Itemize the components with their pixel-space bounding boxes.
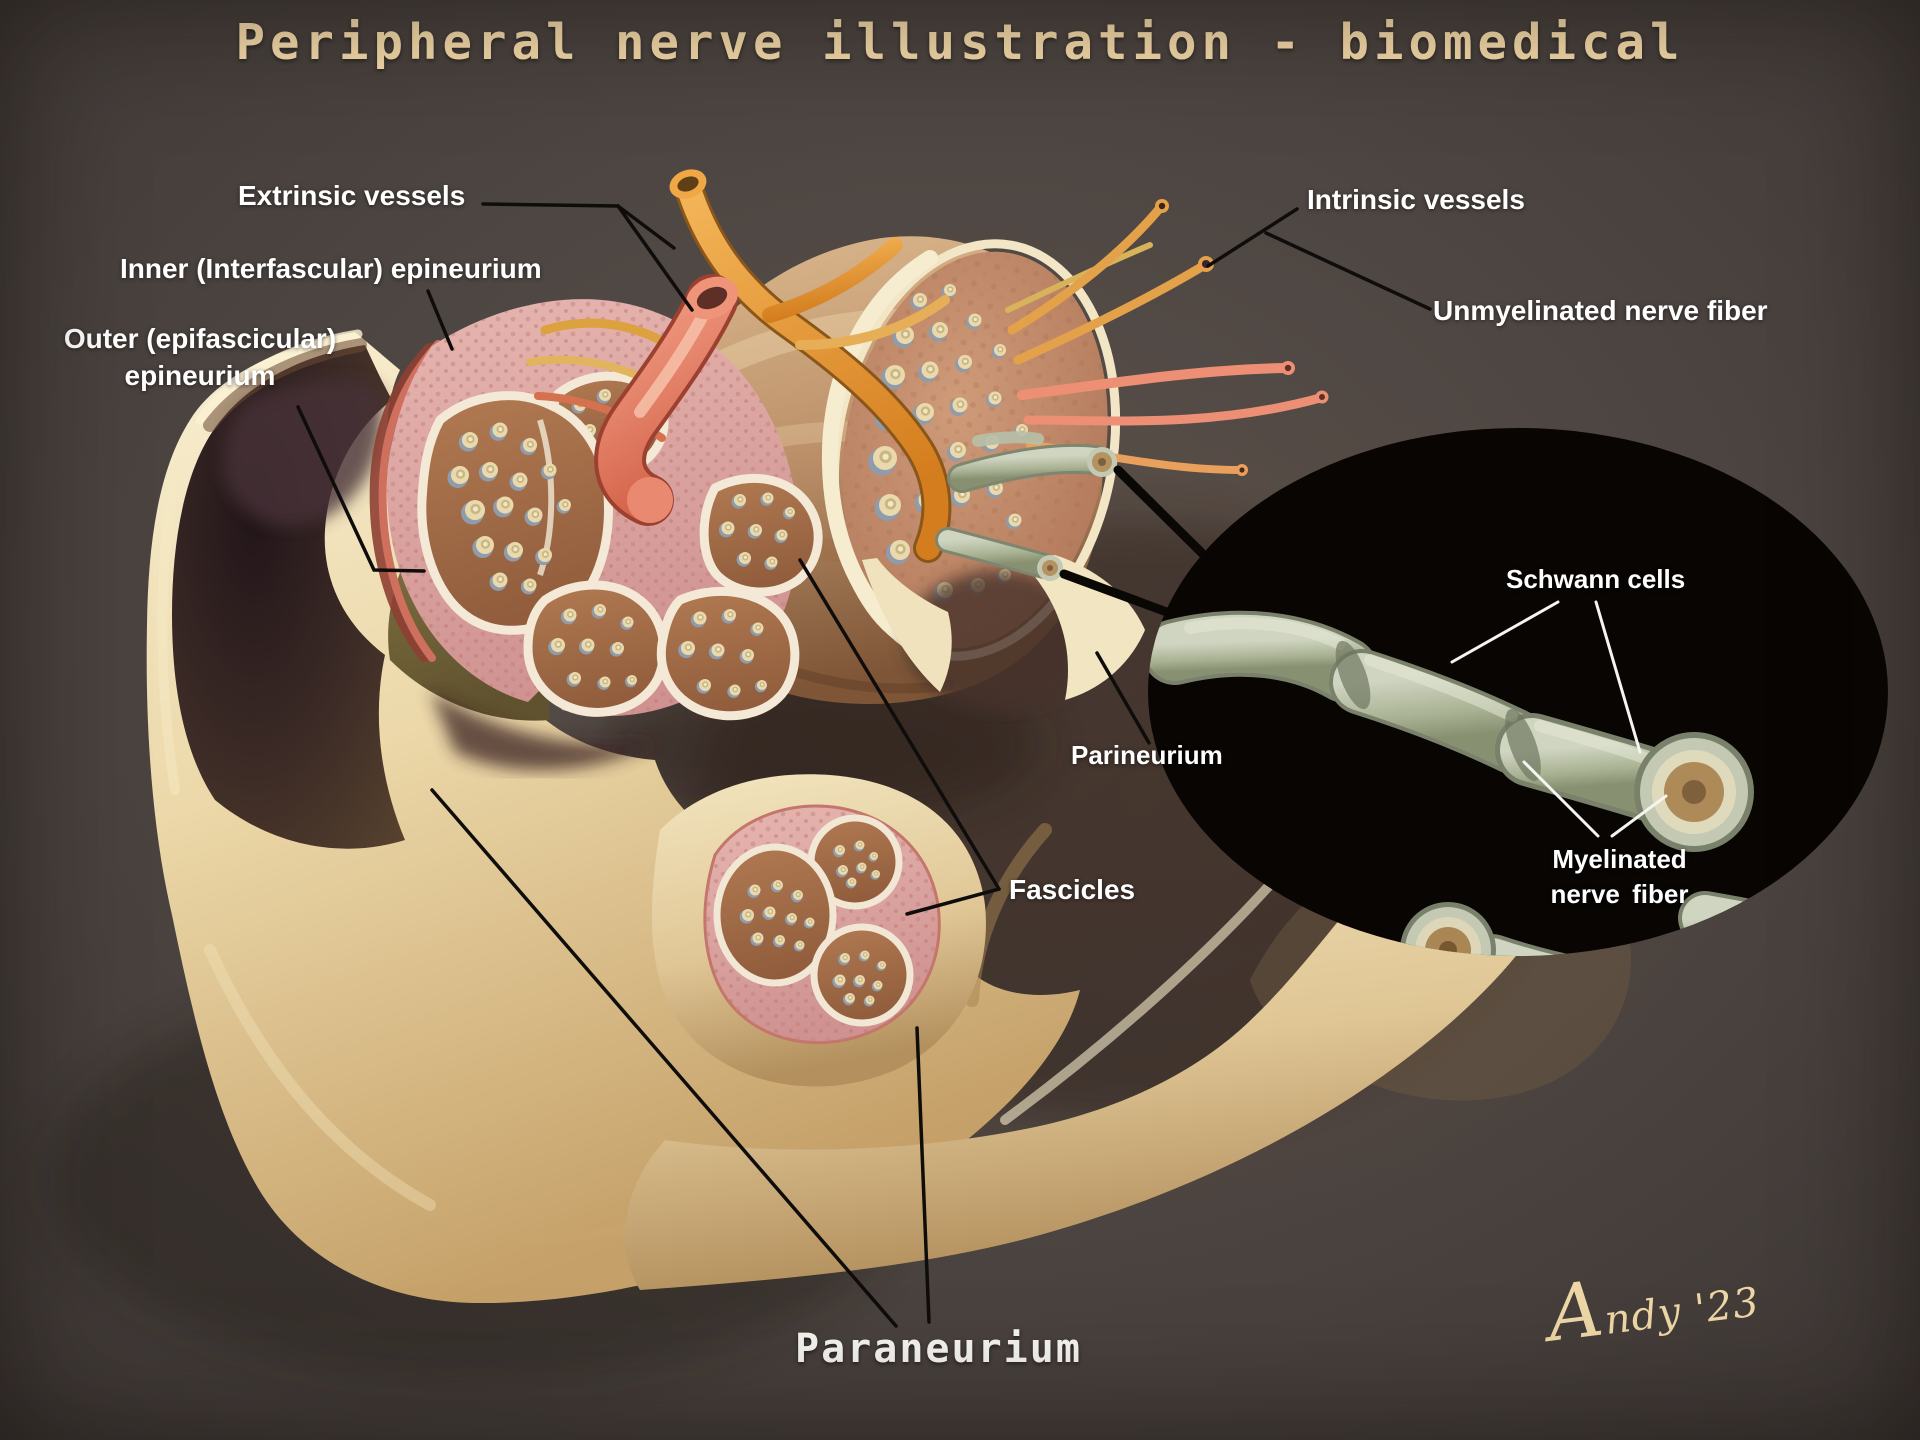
extrinsic-vessel-openings: [627, 169, 738, 523]
intrinsic-vessel-tips: [1155, 199, 1329, 476]
nerve-fiber-stubs: [935, 431, 1111, 579]
fascicle: [713, 843, 837, 987]
label-myelinated-fiber-line2: nerve fiber: [1550, 879, 1689, 909]
fascicle: [523, 580, 669, 717]
label-outer-epineurium: Outer (epifascicular) epineurium: [20, 320, 380, 394]
label-extrinsic-vessels: Extrinsic vessels: [238, 180, 466, 211]
label-intrinsic-vessels: Intrinsic vessels: [1307, 184, 1525, 215]
label-fascicles: Fascicles: [1009, 874, 1136, 905]
fascicle: [699, 473, 823, 597]
leader-extrinsic-vessels: [481, 202, 620, 208]
leader-parineurium: [1095, 651, 1151, 745]
myelinated-fiber-cut-end: [1634, 732, 1754, 852]
leader-unmyelinated-fiber: [1264, 231, 1432, 311]
label-schwann-cells: Schwann cells: [1506, 564, 1686, 594]
label-unmyelinated-fiber: Unmyelinated nerve fiber: [1433, 295, 1768, 326]
leader-outer-epineurium: [296, 405, 426, 573]
label-parineurium: Parineurium: [1071, 740, 1223, 770]
fascicle: [810, 923, 914, 1027]
label-paraneurium: Paraneurium: [795, 1326, 1082, 1372]
label-inner-epineurium: Inner (Interfascular) epineurium: [120, 253, 542, 284]
leader-lines: [296, 202, 1432, 1328]
fiber-stub-openings: [1037, 447, 1117, 581]
extrinsic-vessels: [526, 171, 952, 563]
fascicle: [417, 391, 613, 635]
leader-fascicles: [798, 558, 1001, 891]
label-outer-epineurium-line1: Outer (epifascicular): [63, 323, 337, 354]
extrinsic-artery: [676, 174, 949, 560]
cut-face-sheath-rim: [821, 250, 938, 660]
myelinated-fiber-cut-end: [1400, 902, 1496, 956]
label-myelinated-fiber-line1: Myelinated: [1552, 844, 1687, 874]
leader-paraneurium: [430, 788, 898, 1328]
fascicle: [656, 586, 800, 721]
branch-cross-section: [651, 774, 986, 1087]
leader-intrinsic-vessels: [1206, 207, 1299, 268]
inset-pointer-lines: [1450, 600, 1668, 838]
magnifier-inset: [1148, 428, 1888, 956]
fascicles-group: [417, 371, 823, 721]
page-title: Peripheral nerve illustration - biomedic…: [235, 14, 1685, 71]
slab-shadow: [430, 690, 660, 771]
label-myelinated-fiber: Myelinated nerve fiber: [1512, 842, 1727, 912]
label-outer-epineurium-line2: epineurium: [124, 360, 276, 391]
leader-inner-epineurium: [426, 289, 454, 351]
